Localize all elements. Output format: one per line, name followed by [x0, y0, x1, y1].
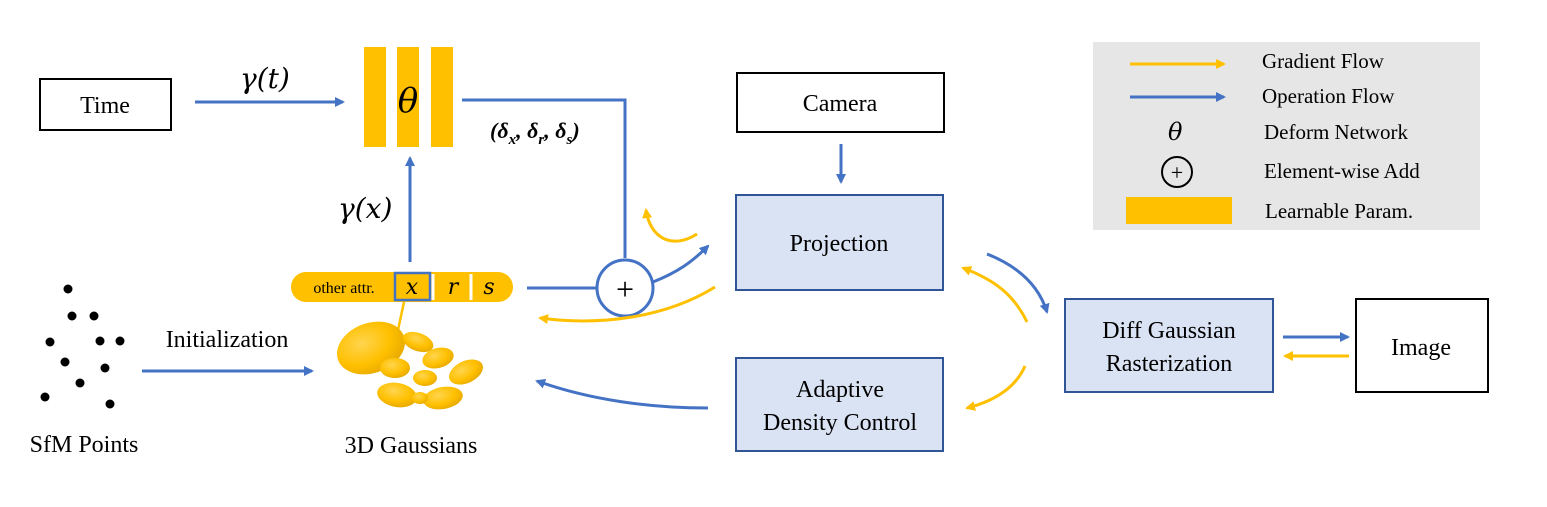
theta-symbol: θ	[398, 81, 418, 121]
adaptive-density-control-label-line2: Density Control	[763, 410, 917, 436]
gamma-x-label: γ(x)	[338, 192, 392, 225]
gaussians-icon	[337, 321, 483, 410]
camera-label: Camera	[803, 91, 878, 117]
gaussian-attribute-bar: other attr. x r s	[291, 271, 513, 302]
gradient-to-projection-arrow	[961, 266, 1029, 323]
svg-text:+: +	[1171, 160, 1183, 185]
projection-label: Projection	[790, 231, 889, 257]
projection-box	[735, 194, 944, 291]
sfm-points-icon	[40, 284, 125, 409]
sfm-points-label: SfM Points	[30, 432, 139, 458]
theta-bar-left	[364, 47, 386, 147]
image-box	[1355, 298, 1489, 393]
theta-bar-middle	[397, 47, 419, 147]
theta-bar-right	[431, 47, 453, 147]
rotation-attr-label: r	[448, 275, 460, 300]
network-to-add-line	[462, 98, 627, 258]
legend-deform-network-label: Deform Network	[1264, 120, 1409, 144]
legend-gradient-flow-label: Gradient Flow	[1262, 49, 1385, 73]
other-attr-label: other attr.	[313, 280, 374, 297]
gamma-t-label: γ(t)	[240, 62, 290, 95]
time-label: Time	[80, 93, 130, 119]
legend-plus-icon: +	[1161, 156, 1193, 188]
legend-operation-flow-label: Operation Flow	[1262, 84, 1395, 108]
rasterization-label-line2: Rasterization	[1106, 351, 1233, 377]
scale-attr-label: s	[483, 275, 494, 300]
gradient-to-network-arrow	[642, 208, 698, 243]
svg-text:+: +	[616, 271, 634, 307]
legend-element-wise-add-label: Element-wise Add	[1264, 159, 1420, 183]
add-to-projection-arrow	[652, 244, 710, 284]
adaptive-density-control-label-line1: Adaptive	[796, 377, 884, 403]
image-label: Image	[1391, 335, 1451, 361]
rasterization-label-line1: Diff Gaussian	[1102, 318, 1236, 344]
deform-network-theta: θ	[364, 47, 453, 147]
position-attr-label: x	[406, 275, 419, 300]
position-attr-box	[393, 271, 432, 302]
density-control-to-gaussians-arrow	[535, 378, 709, 410]
legend-theta-symbol: θ	[1168, 118, 1183, 146]
legend-learnable-param-swatch	[1126, 197, 1232, 224]
legend-learnable-param-label: Learnable Param.	[1265, 199, 1413, 223]
attribute-bar-background	[291, 272, 513, 302]
camera-box	[736, 72, 945, 133]
gradient-to-density-control-arrow	[965, 365, 1027, 411]
initialization-label: Initialization	[166, 327, 289, 353]
deltas-label: (δx, δr, δs)	[490, 118, 580, 148]
rasterization-box	[1064, 298, 1274, 393]
legend: Gradient Flow Operation Flow θ Deform Ne…	[1093, 42, 1480, 230]
attr-to-gaussians-connector	[396, 301, 406, 331]
element-wise-add-node: +	[595, 258, 655, 318]
projection-to-rasterization-arrow	[986, 252, 1050, 314]
gradient-to-gaussians-arrow	[538, 285, 716, 325]
adaptive-density-control-box	[735, 357, 944, 452]
3d-gaussians-label: 3D Gaussians	[345, 433, 478, 459]
time-box	[39, 78, 172, 131]
